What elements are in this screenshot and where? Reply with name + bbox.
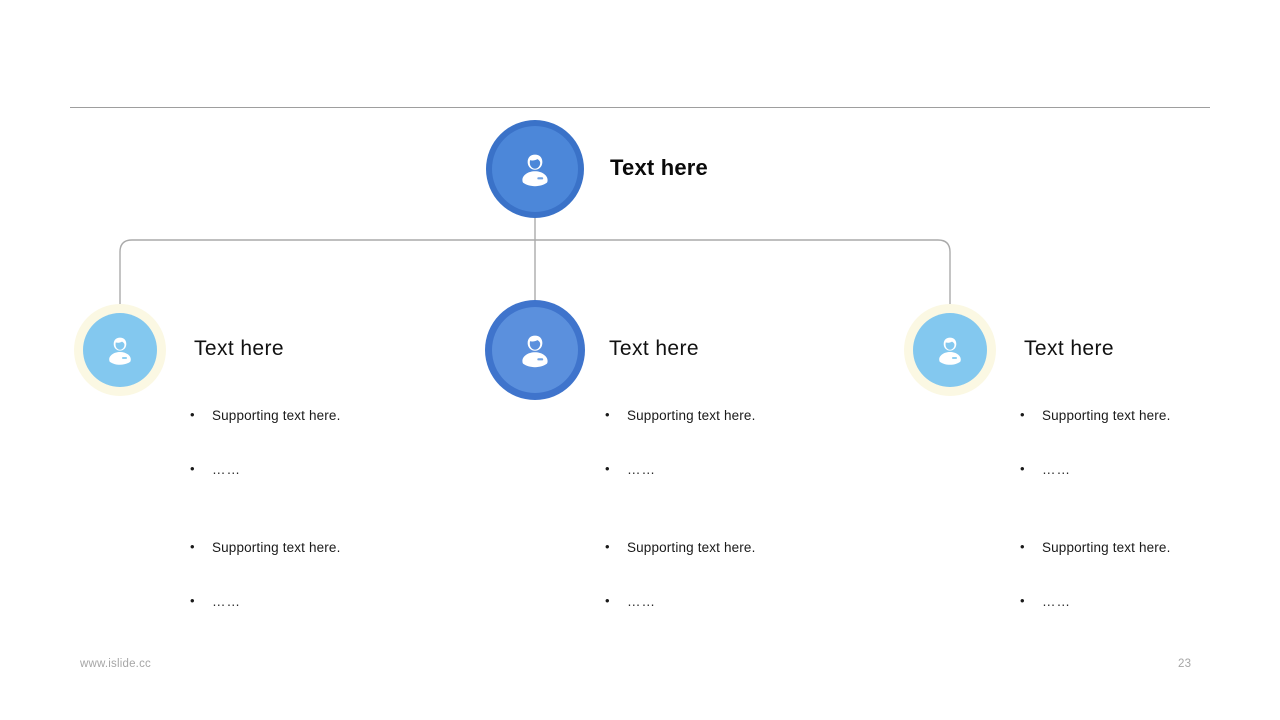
list-item: • Supporting text here. <box>190 539 450 594</box>
bullet-text: Supporting text here. <box>1042 540 1171 555</box>
list-item: • Supporting text here. <box>1020 539 1280 594</box>
bullet-text: …… <box>627 594 656 609</box>
bullet-text: Supporting text here. <box>212 408 341 423</box>
child-node-title-3: Text here <box>1024 337 1114 360</box>
child-node-circle-1[interactable] <box>83 313 157 387</box>
list-item: • …… <box>190 461 450 516</box>
child-node-circle-2[interactable] <box>492 307 578 393</box>
child-node-title-1: Text here <box>194 337 284 360</box>
bullet-list-2: • Supporting text here. • …… • Supportin… <box>605 407 865 648</box>
bullet-marker-icon: • <box>190 461 195 476</box>
root-node-title: Text here <box>610 155 708 180</box>
list-item: • …… <box>190 593 450 648</box>
bullet-marker-icon: • <box>605 593 610 608</box>
bullet-marker-icon: • <box>190 593 195 608</box>
header-divider-line <box>70 107 1210 108</box>
list-item: • Supporting text here. <box>1020 407 1280 462</box>
list-item: • …… <box>1020 461 1280 516</box>
bullet-text: Supporting text here. <box>212 540 341 555</box>
root-node-circle[interactable] <box>492 126 578 212</box>
bullet-marker-icon: • <box>190 539 195 554</box>
bullet-marker-icon: • <box>190 407 195 422</box>
person-icon <box>109 337 131 365</box>
child-node-title-2: Text here <box>609 337 699 360</box>
bullet-list-3: • Supporting text here. • …… • Supportin… <box>1020 407 1280 648</box>
bullet-marker-icon: • <box>605 461 610 476</box>
person-icon <box>939 337 961 365</box>
bullet-text: …… <box>212 462 241 477</box>
list-item: • Supporting text here. <box>190 407 450 462</box>
bullet-text: Supporting text here. <box>1042 408 1171 423</box>
bullet-marker-icon: • <box>1020 407 1025 422</box>
bullet-text: Supporting text here. <box>627 540 756 555</box>
person-icon <box>522 154 548 187</box>
bullet-marker-icon: • <box>1020 539 1025 554</box>
list-item: • …… <box>605 461 865 516</box>
list-item: • …… <box>605 593 865 648</box>
bullet-marker-icon: • <box>605 539 610 554</box>
bullet-text: …… <box>627 462 656 477</box>
footer-page-number: 23 <box>1178 658 1192 670</box>
bullet-text: Supporting text here. <box>627 408 756 423</box>
person-icon <box>522 335 548 368</box>
bullet-text: …… <box>212 594 241 609</box>
footer-website-url[interactable]: www.islide.cc <box>80 658 151 670</box>
bullet-marker-icon: • <box>605 407 610 422</box>
list-item: • Supporting text here. <box>605 407 865 462</box>
bullet-marker-icon: • <box>1020 593 1025 608</box>
bullet-list-1: • Supporting text here. • …… • Supportin… <box>190 407 450 648</box>
list-item: • Supporting text here. <box>605 539 865 594</box>
list-item: • …… <box>1020 593 1280 648</box>
bullet-text: …… <box>1042 594 1071 609</box>
child-node-circle-3[interactable] <box>913 313 987 387</box>
bullet-marker-icon: • <box>1020 461 1025 476</box>
bullet-text: …… <box>1042 462 1071 477</box>
